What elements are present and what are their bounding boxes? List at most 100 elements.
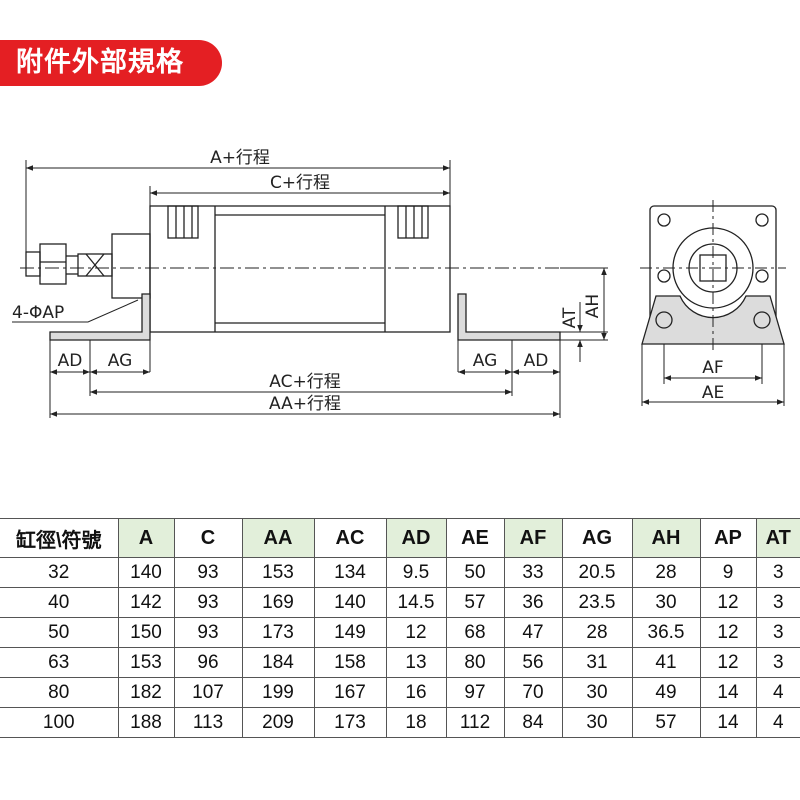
- page-title: 附件外部規格: [16, 47, 184, 78]
- table-cell: 3: [755, 587, 800, 618]
- table-cell: 70: [503, 677, 563, 708]
- table-cell: 41: [631, 647, 701, 678]
- table-cell: 80: [0, 677, 119, 708]
- table-cell: 96: [173, 647, 243, 678]
- table-cell: 134: [313, 557, 387, 588]
- table-cell: 3: [755, 617, 800, 648]
- table-cell: 36: [503, 587, 563, 618]
- ad-right-label: AD: [524, 351, 549, 371]
- table-cell: 57: [631, 707, 701, 738]
- table-cell: 4: [755, 677, 800, 708]
- dim-aa-label: AA+行程: [269, 394, 341, 414]
- header-cell: C: [173, 518, 243, 558]
- table-cell: 33: [503, 557, 563, 588]
- table-cell: 9: [699, 557, 757, 588]
- table-cell: 140: [117, 557, 175, 588]
- table-cell: 30: [561, 707, 633, 738]
- header-cell: AH: [631, 518, 701, 558]
- table-cell: 84: [503, 707, 563, 738]
- table-cell: 3: [755, 647, 800, 678]
- table-cell: 30: [561, 677, 633, 708]
- table-cell: 167: [313, 677, 387, 708]
- af-label: AF: [702, 358, 723, 378]
- table-cell: 80: [445, 647, 505, 678]
- table-cell: 23.5: [561, 587, 633, 618]
- table-cell: 14: [699, 707, 757, 738]
- ag-left-label: AG: [108, 351, 133, 371]
- table-cell: 209: [241, 707, 315, 738]
- table-cell: 149: [313, 617, 387, 648]
- dimension-drawing: A+行程 C+行程 4-ΦAP AD AG AG AD AC+行程 AA+行程 …: [0, 130, 800, 430]
- table-cell: 4: [755, 707, 800, 738]
- table-cell: 57: [445, 587, 505, 618]
- table-cell: 16: [385, 677, 447, 708]
- table-cell: 97: [445, 677, 505, 708]
- table-cell: 173: [241, 617, 315, 648]
- table-cell: 20.5: [561, 557, 633, 588]
- header-cell: AE: [445, 518, 505, 558]
- table-cell: 188: [117, 707, 175, 738]
- table-cell: 13: [385, 647, 447, 678]
- dim-ac-label: AC+行程: [269, 372, 340, 392]
- table-cell: 153: [117, 647, 175, 678]
- ag-right-label: AG: [473, 351, 498, 371]
- header-cell: AC: [313, 518, 387, 558]
- header-cell: AG: [561, 518, 633, 558]
- table-cell: 142: [117, 587, 175, 618]
- table-cell: 28: [561, 617, 633, 648]
- header-cell: AF: [503, 518, 563, 558]
- table-cell: 112: [445, 707, 505, 738]
- table-cell: 68: [445, 617, 505, 648]
- table-cell: 158: [313, 647, 387, 678]
- table-cell: 140: [313, 587, 387, 618]
- at-label: AT: [560, 307, 580, 328]
- table-cell: 50: [0, 617, 119, 648]
- table-cell: 93: [173, 587, 243, 618]
- table-cell: 63: [0, 647, 119, 678]
- table-cell: 93: [173, 617, 243, 648]
- table-cell: 3: [755, 557, 800, 588]
- table-cell: 36.5: [631, 617, 701, 648]
- ah-label: AH: [583, 294, 603, 318]
- table-cell: 14: [699, 677, 757, 708]
- table-cell: 100: [0, 707, 119, 738]
- table-cell: 182: [117, 677, 175, 708]
- header-cell: 缸徑\符號: [0, 518, 119, 558]
- table-cell: 49: [631, 677, 701, 708]
- table-cell: 28: [631, 557, 701, 588]
- table-cell: 113: [173, 707, 243, 738]
- table-cell: 153: [241, 557, 315, 588]
- ae-label: AE: [702, 383, 724, 403]
- table-cell: 56: [503, 647, 563, 678]
- table-cell: 32: [0, 557, 119, 588]
- table-cell: 50: [445, 557, 505, 588]
- cylinder-body: [149, 205, 451, 333]
- table-header-row: 缸徑\符號 A C AA AC AD AE AF AG AH AP AT: [0, 518, 800, 558]
- ad-left-label: AD: [58, 351, 83, 371]
- table-cell: 169: [241, 587, 315, 618]
- table-cell: 31: [561, 647, 633, 678]
- header-banner: 附件外部規格: [0, 40, 222, 86]
- table-cell: 107: [173, 677, 243, 708]
- table-cell: 12: [385, 617, 447, 648]
- header-cell: AA: [241, 518, 315, 558]
- table-cell: 12: [699, 647, 757, 678]
- table-cell: 30: [631, 587, 701, 618]
- header-cell: A: [117, 518, 175, 558]
- header-cell: AT: [755, 518, 800, 558]
- table-cell: 12: [699, 617, 757, 648]
- table-cell: 9.5: [385, 557, 447, 588]
- drawing-svg: A+行程 C+行程 4-ΦAP AD AG AG AD AC+行程 AA+行程 …: [12, 148, 786, 418]
- header-cell: AD: [385, 518, 447, 558]
- dim-c-label: C+行程: [270, 173, 330, 193]
- table-cell: 173: [313, 707, 387, 738]
- table-cell: 150: [117, 617, 175, 648]
- table-cell: 14.5: [385, 587, 447, 618]
